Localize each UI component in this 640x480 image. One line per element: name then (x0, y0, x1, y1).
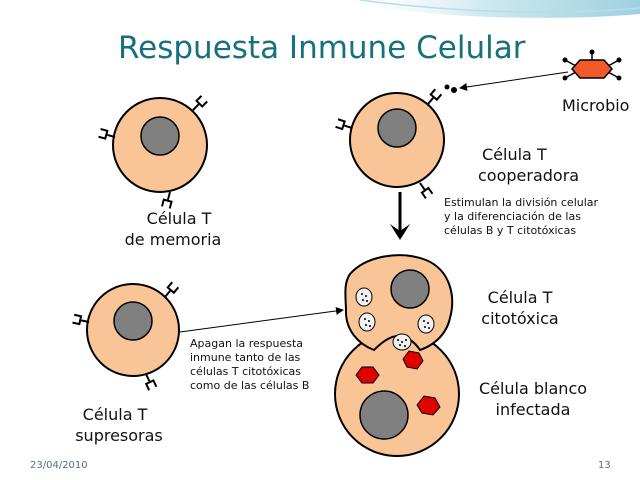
slide-title: Respuesta Inmune Celular (118, 30, 526, 66)
infected-target-cell (334, 331, 460, 457)
note-line: Apagan la respuesta (190, 337, 304, 350)
memory-t-cell-label: Célula T de memoria (108, 208, 238, 250)
label-line: Célula T (82, 405, 148, 424)
infected-cell-label: Célula blanco infectada (468, 378, 598, 420)
page-number: 13 (598, 460, 611, 471)
header-swoosh (330, 0, 640, 18)
note-line: células T citotóxicas (190, 365, 302, 378)
note-line: como de las células B (190, 379, 310, 392)
microbe-icon (562, 49, 622, 81)
label-line: Célula T (487, 288, 553, 307)
note-line: inmune tanto de las (190, 351, 301, 364)
suppressor-t-cell-label: Célula T supresoras (64, 404, 174, 446)
helper-t-cell-label: Célula T cooperadora (478, 144, 579, 186)
infection-icon (355, 366, 380, 384)
granule-icon (392, 333, 412, 351)
label-line: Célula T (482, 145, 547, 164)
label-line: cooperadora (478, 166, 580, 185)
receptor-icon (160, 189, 175, 210)
antigen-dot (451, 87, 457, 93)
label-line: infectada (495, 400, 571, 419)
stimulate-note: Estimulan la división celular y la difer… (444, 196, 598, 238)
footer-date: 23/04/2010 (30, 460, 88, 471)
cytotoxic-t-cell (344, 254, 454, 352)
receptor-icon (415, 179, 434, 200)
microbe-arrow (459, 71, 569, 91)
label-line: supresoras (75, 426, 163, 445)
note-line: y la diferenciación de las (444, 210, 581, 223)
memory-t-cell (97, 94, 209, 210)
infection-icon (402, 350, 424, 370)
cytotoxic-t-cell-label: Célula T citotóxica (470, 287, 570, 329)
granule-icon (355, 287, 373, 307)
note-line: células B y T citotóxicas (444, 224, 577, 237)
antigen-dot (444, 84, 450, 90)
microbe-label: Microbio (562, 96, 630, 115)
label-line: Célula blanco (478, 379, 588, 398)
down-arrow-icon (390, 192, 410, 240)
suppressor-arrow (179, 306, 344, 333)
note-line: Estimulan la división celular (444, 196, 599, 209)
suppress-note: Apagan la respuesta inmune tanto de las … (190, 337, 309, 393)
label-line: citotóxica (481, 309, 559, 328)
label-line: Célula T (146, 209, 212, 228)
header-swoosh-line (359, 0, 640, 13)
suppressor-t-cell (71, 281, 180, 392)
label-line: de memoria (124, 230, 222, 249)
infection-icon (416, 395, 441, 416)
granule-icon (358, 312, 376, 332)
helper-t-cell (334, 84, 457, 200)
granule-icon (417, 314, 435, 334)
